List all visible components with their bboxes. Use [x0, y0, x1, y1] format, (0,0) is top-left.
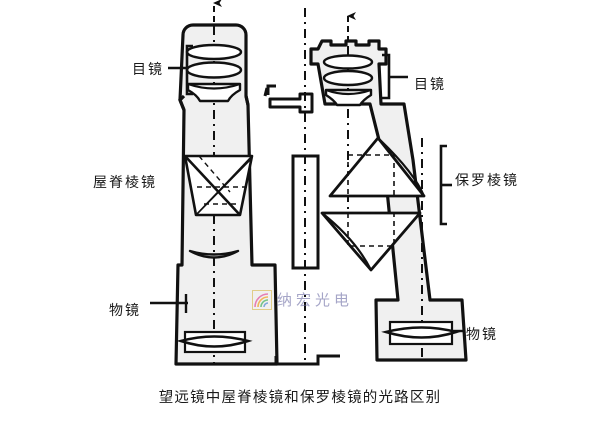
- label-porro-prism: 保罗棱镜: [455, 173, 519, 189]
- label-roof-prism: 屋脊棱镜: [93, 175, 157, 191]
- center-hinge-assembly: [263, 8, 340, 366]
- right-eyepiece-lens-group: [322, 54, 374, 107]
- porro-prism-lower: [320, 211, 422, 272]
- porro-prism-bracket: [439, 144, 452, 226]
- label-right-eyepiece: 目镜: [414, 77, 446, 93]
- left-field-lens: [188, 249, 240, 259]
- label-right-objective: 物镜: [466, 327, 498, 343]
- label-left-eyepiece: 目镜: [132, 62, 164, 78]
- right-eyepiece-bracket: [382, 53, 408, 100]
- left-objective-pointer: [150, 294, 188, 313]
- left-objective-lens: [176, 330, 253, 354]
- left-eyepiece-lens-group: [185, 43, 243, 103]
- roof-prism-element: [183, 154, 254, 217]
- label-left-objective: 物镜: [109, 303, 141, 319]
- right-binocular-body: [309, 39, 468, 362]
- porro-prism-upper: [328, 136, 426, 198]
- left-eyepiece-bracket: [168, 44, 193, 96]
- right-objective-lens: [381, 320, 461, 346]
- figure-caption: 望远镜中屋脊棱镜和保罗棱镜的光路区别: [158, 390, 442, 406]
